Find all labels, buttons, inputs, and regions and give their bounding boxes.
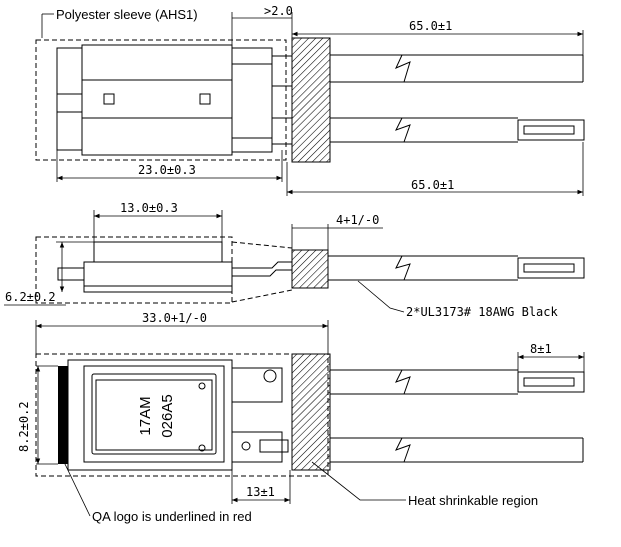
marking-line1: 17AM xyxy=(137,396,154,435)
dim-lead-bottom: 65.0±1 xyxy=(411,178,454,192)
front-view: 17AM 026A5 33.0+1/-0 8±1 8.2± xyxy=(17,311,585,524)
side-view: 13.0±0.3 4+1/-0 6.2±0.2 2*UL3173# 18AWG … xyxy=(4,201,585,319)
upper-lead xyxy=(330,54,584,83)
dim-overall-length: 33.0+1/-0 xyxy=(142,311,207,325)
top-view: >2.0 65.0±1 23.0±0.3 65.0±1 Polyester sl… xyxy=(35,4,585,196)
dim-thickness: 6.2±0.2 xyxy=(5,290,56,304)
dim-case-length: 13.0±0.3 xyxy=(120,201,178,215)
label-sleeve: Polyester sleeve (AHS1) xyxy=(56,7,198,22)
dim-sleeve-overhang: >2.0 xyxy=(264,4,293,18)
label-plate xyxy=(83,365,225,463)
label-wire: 2*UL3173# 18AWG Black xyxy=(406,305,558,319)
sleeve-outline-front xyxy=(35,353,329,477)
label-heat-shrink: Heat shrinkable region xyxy=(408,493,538,508)
black-end-cap xyxy=(58,366,68,464)
marking-line2: 026A5 xyxy=(159,394,176,437)
label-qa-logo: QA logo is underlined in red xyxy=(92,509,252,524)
sleeve-outline xyxy=(35,39,287,161)
dim-terminal-length: 8±1 xyxy=(530,342,552,356)
sleeve-outline-side xyxy=(35,236,233,304)
dim-shrink-length: 4+1/-0 xyxy=(336,213,379,227)
side-body xyxy=(83,261,233,293)
dim-body-length: 23.0±0.3 xyxy=(138,163,196,177)
heat-shrink-side xyxy=(291,249,329,289)
dim-lead-offset: 13±1 xyxy=(246,485,275,499)
lower-lead xyxy=(330,117,585,143)
dim-lead-top: 65.0±1 xyxy=(409,19,452,33)
heat-shrink-top xyxy=(291,37,331,163)
dim-width: 8.2±0.2 xyxy=(17,401,31,452)
heat-shrink-front xyxy=(291,353,331,471)
